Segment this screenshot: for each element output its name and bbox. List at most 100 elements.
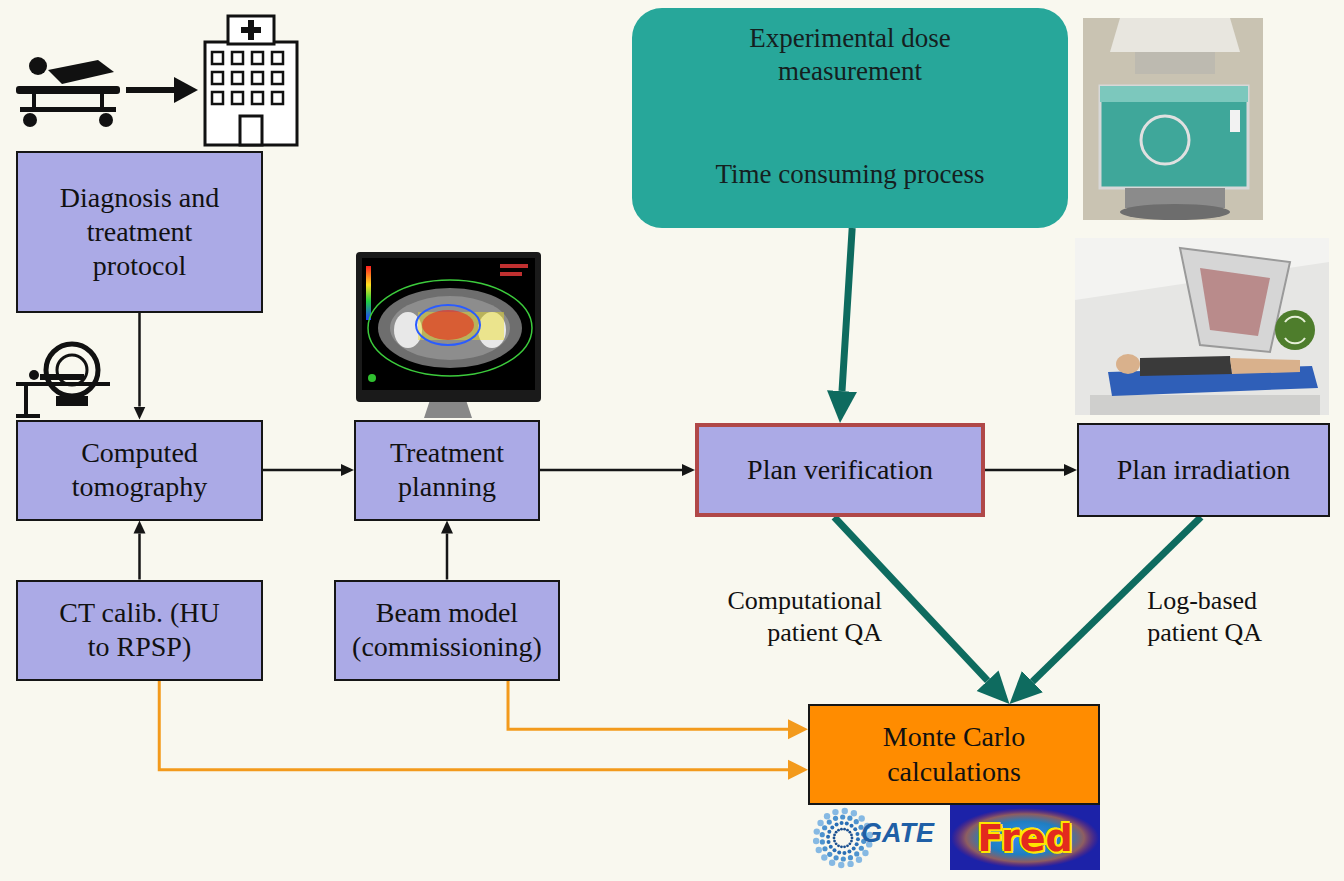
hospital-building xyxy=(205,42,297,145)
patient-legs xyxy=(1230,358,1300,374)
node-text: Monte Carlo calculations xyxy=(854,720,1054,788)
gantry-window xyxy=(1200,268,1270,336)
logo-dot xyxy=(843,845,846,848)
logo-dot xyxy=(843,828,846,831)
node-text: Treatment planning xyxy=(368,436,526,504)
logo-dot xyxy=(820,839,825,844)
gantry-nozzle xyxy=(1110,18,1240,52)
hospital-top xyxy=(228,16,274,44)
patient-head xyxy=(1116,354,1140,374)
logo-dot xyxy=(822,846,827,851)
process-box: Plan irradiation xyxy=(1077,423,1330,517)
hospital-window xyxy=(232,52,243,64)
transfer-arrowhead xyxy=(174,77,198,103)
hospital-window xyxy=(212,52,223,64)
detector xyxy=(1230,110,1240,132)
logo-dot xyxy=(835,831,838,834)
hospital-cross xyxy=(248,20,254,40)
node-text: CT calib. (HU to RPSP) xyxy=(52,596,227,664)
node-text: Time consuming process xyxy=(716,158,985,191)
connector-arrow xyxy=(446,534,449,580)
patient-torso xyxy=(1140,356,1232,376)
connector-arrow xyxy=(842,228,852,391)
ct-bore xyxy=(57,355,87,385)
hospital-window xyxy=(252,92,263,104)
hospital-icon xyxy=(205,16,297,145)
ct-bone xyxy=(394,312,422,348)
logo-dot xyxy=(854,819,859,824)
hospital-window xyxy=(252,52,263,64)
stretcher-wheel xyxy=(23,113,37,127)
logo-dot xyxy=(847,850,851,854)
ct-bone xyxy=(478,312,506,348)
fred-logo xyxy=(950,805,1100,870)
logo-dot xyxy=(813,838,819,844)
connector-arrow xyxy=(159,681,788,770)
logo-dot xyxy=(840,814,845,819)
logo-dot xyxy=(851,810,857,816)
body-contour xyxy=(368,280,532,376)
hospital-window xyxy=(232,92,243,104)
logo-dot xyxy=(835,822,839,826)
stretcher-bed xyxy=(16,86,120,94)
logo-dot xyxy=(830,825,834,829)
tank-base xyxy=(1120,204,1230,220)
room-floor xyxy=(1090,395,1320,415)
logo-dot xyxy=(829,845,833,849)
stretcher-frame xyxy=(20,107,116,112)
highlighted-box: Plan verification xyxy=(695,423,985,517)
logo-dot xyxy=(855,842,859,846)
logo-dot xyxy=(821,854,827,860)
logo-dot xyxy=(855,832,859,836)
logo-dot xyxy=(829,860,835,866)
logo-dot xyxy=(833,816,838,821)
transfer-arrow xyxy=(126,87,176,93)
process-box: Treatment planning xyxy=(354,420,540,521)
logo-dot xyxy=(846,829,849,832)
connector-arrow xyxy=(985,469,1064,472)
planning-monitor xyxy=(356,252,541,418)
hospital-window xyxy=(232,72,243,84)
logo-dot xyxy=(833,837,836,840)
node-text: Plan verification xyxy=(747,453,933,487)
logo-dot xyxy=(814,828,820,834)
connector-arrow xyxy=(138,313,141,407)
logo-dot xyxy=(850,824,854,828)
ct-table-foot xyxy=(16,414,40,418)
ct-gantry xyxy=(46,344,98,396)
monitor-frame xyxy=(356,252,541,402)
hospital-cross xyxy=(241,27,261,33)
ct-patient xyxy=(29,370,39,380)
patient-couch xyxy=(1108,366,1318,396)
hospital-window xyxy=(272,72,283,84)
logo-text: Fred xyxy=(950,805,1100,870)
logo-dot xyxy=(846,844,849,847)
hospital-window xyxy=(252,72,263,84)
logo-dot xyxy=(837,829,840,832)
logo-dot xyxy=(854,851,859,856)
ct-patient xyxy=(40,374,84,380)
status-indicator xyxy=(1275,310,1315,350)
hospital-window xyxy=(212,92,223,104)
logo-dot xyxy=(817,820,823,826)
treatment-room-photo xyxy=(1075,238,1329,415)
node-text: Plan irradiation xyxy=(1117,453,1290,487)
logo-dot xyxy=(847,861,853,867)
logo-dot xyxy=(856,857,862,863)
color-bar xyxy=(366,266,371,320)
process-box: CT calib. (HU to RPSP) xyxy=(16,580,263,681)
node-text: Beam model (commissioning) xyxy=(348,596,546,664)
status-indicator-mark xyxy=(1285,338,1305,343)
ct-table-leg xyxy=(24,384,28,416)
connector-arrow xyxy=(540,469,682,472)
fred-logo-ground xyxy=(950,805,1100,870)
logo-dot xyxy=(848,842,851,845)
logo-text: GATE xyxy=(861,820,934,847)
monitor-screen xyxy=(362,258,535,390)
ct-base xyxy=(56,396,88,406)
dose-hotspot xyxy=(422,310,474,340)
photo-background xyxy=(1075,238,1329,415)
logo-dot xyxy=(842,851,846,855)
screen-marker xyxy=(368,374,376,382)
